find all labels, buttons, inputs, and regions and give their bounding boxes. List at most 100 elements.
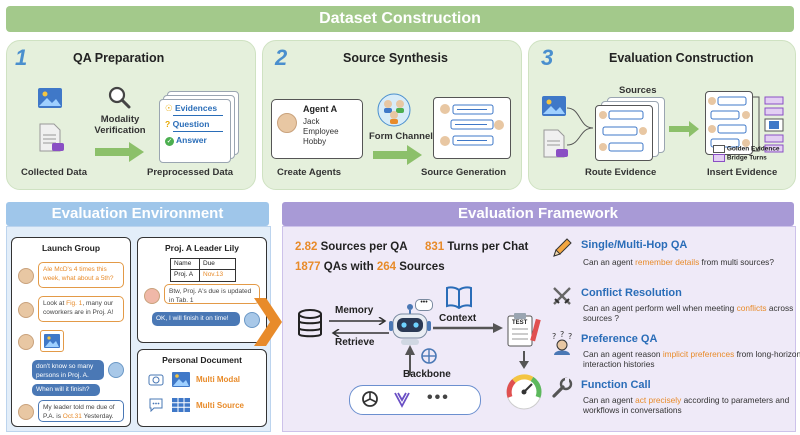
test-clipboard-icon bbox=[507, 313, 541, 347]
inserted-chat-icon bbox=[708, 96, 750, 148]
launch-group-window: Launch Group Ale McD's 4 times this week… bbox=[11, 237, 131, 427]
retrieve-label: Retrieve bbox=[335, 337, 375, 348]
task-title-multihop: Single/Multi-Hop QA bbox=[581, 239, 688, 251]
robot-agent-icon bbox=[389, 304, 431, 345]
evaluation-framework-panel: 2.82 Sources per QA 831 Turns per Chat 1… bbox=[282, 226, 800, 432]
modality-icon bbox=[148, 374, 164, 386]
test-label: TEST bbox=[512, 320, 528, 326]
retrieve-arrow bbox=[331, 329, 389, 337]
agent-name: Agent A bbox=[303, 104, 338, 114]
memory-arrow bbox=[329, 317, 387, 325]
evidence-bracket bbox=[753, 96, 784, 153]
stat-sources-per-qa: 2.82 Sources per QA bbox=[295, 241, 408, 253]
evidences-item: ☉ Evidences bbox=[165, 103, 218, 113]
chat-message: When will it finish? bbox=[32, 384, 100, 396]
typing-bubble-icon: ••• bbox=[415, 299, 433, 311]
arrow-icon bbox=[95, 142, 144, 162]
avatar bbox=[18, 404, 34, 420]
leader-chat-window: Proj. A Leader Lily Name Due Proj. A Nov… bbox=[137, 237, 267, 343]
legend-golden-evidence: Golden Evidence bbox=[713, 145, 780, 153]
document-icon bbox=[39, 123, 64, 152]
stat-turns-per-chat: 831 Turns per Chat bbox=[425, 241, 529, 253]
chat-message: OK, I will finish it on time! bbox=[152, 312, 240, 326]
database-icon bbox=[298, 309, 322, 338]
brain-icon bbox=[421, 348, 437, 364]
due-table: Name Due Proj. A Nov.13 bbox=[170, 258, 236, 282]
sources-label: Sources bbox=[619, 85, 657, 96]
qa-preparation-title: QA Preparation bbox=[73, 51, 165, 65]
memory-label: Memory bbox=[335, 305, 374, 316]
chat-message: Ale McD's 4 times this week, what about … bbox=[38, 262, 124, 288]
task-desc-conflict: Can an agent perform well when meeting c… bbox=[583, 303, 794, 323]
chat-message: Btw, Proj. A's due is updated in Tab. 1 bbox=[164, 284, 260, 304]
evaluation-construction-panel: 3 Evaluation Construction Sources Route … bbox=[528, 40, 796, 190]
backbone-up-arrow bbox=[405, 345, 415, 375]
thinking-person-icon: ? ? ? bbox=[552, 331, 572, 355]
answer-item: ✓ Answer bbox=[165, 135, 207, 146]
evaluation-framework-header: Evaluation Framework bbox=[282, 202, 794, 226]
personal-document-title: Personal Document bbox=[162, 355, 242, 365]
image-icon bbox=[38, 88, 62, 108]
arrow-icon bbox=[669, 121, 699, 137]
create-agents-label: Create Agents bbox=[277, 167, 342, 178]
chevron-right-icon bbox=[254, 298, 282, 346]
more-models-icon: ••• bbox=[427, 389, 450, 406]
context-label: Context bbox=[439, 313, 477, 324]
evaluation-construction-title: Evaluation Construction bbox=[609, 51, 754, 65]
image-icon bbox=[44, 334, 60, 348]
multi-modal-label: Multi Modal bbox=[196, 375, 240, 384]
avatar bbox=[108, 362, 124, 378]
pencil-icon bbox=[553, 238, 572, 257]
chat-message: don't know so many persons in Proj. A. bbox=[32, 360, 104, 380]
image-icon bbox=[172, 372, 190, 387]
launch-group-title: Launch Group bbox=[41, 243, 101, 253]
openai-logo-icon bbox=[362, 391, 378, 407]
form-channels-label: Form Channels bbox=[369, 131, 439, 142]
question-mark-icon: ? bbox=[165, 119, 171, 129]
leader-chat-title: Proj. A Leader Lily bbox=[164, 243, 239, 253]
avatar bbox=[244, 312, 260, 328]
agent-line-role: Employee bbox=[303, 127, 339, 136]
model-logo-icon bbox=[394, 392, 410, 408]
evaluation-environment-panel: Launch Group Ale McD's 4 times this week… bbox=[6, 226, 271, 432]
legend-bridge-swatch bbox=[713, 154, 725, 162]
table-icon bbox=[172, 398, 190, 412]
source-synthesis-panel: 2 Source Synthesis Agent A Jack Employee… bbox=[262, 40, 522, 190]
insert-evidence-label: Insert Evidence bbox=[707, 167, 778, 178]
magnifier-icon bbox=[108, 86, 131, 109]
agent-avatar bbox=[277, 113, 297, 133]
avatar bbox=[18, 302, 34, 318]
source-synthesis-title: Source Synthesis bbox=[343, 51, 448, 65]
bulb-icon: ☉ bbox=[165, 103, 173, 113]
svg-text:?: ? bbox=[568, 332, 572, 341]
document-icon bbox=[543, 129, 568, 158]
crossed-swords-icon bbox=[553, 287, 571, 305]
score-gauge-icon bbox=[506, 374, 542, 410]
task-desc-preference: Can an agent reason implicit preferences… bbox=[583, 349, 800, 369]
task-desc-function-call: Can an agent act precisely according to … bbox=[583, 395, 790, 415]
evaluation-environment-header: Evaluation Environment bbox=[6, 202, 269, 226]
task-title-preference: Preference QA bbox=[581, 333, 658, 345]
source-generation-label: Source Generation bbox=[421, 167, 506, 178]
step-number-3: 3 bbox=[541, 45, 554, 70]
people-group-icon bbox=[377, 93, 411, 127]
check-icon: ✓ bbox=[165, 137, 174, 146]
svg-text:?: ? bbox=[552, 332, 556, 341]
step-number-1: 1 bbox=[15, 45, 28, 70]
legend-bridge-turns: Bridge Turns bbox=[713, 154, 767, 162]
step-number-2: 2 bbox=[275, 45, 288, 70]
chat-message: Look at Fig. 1, many our coworkers are i… bbox=[38, 296, 124, 322]
agent-line-name: Jack bbox=[303, 117, 320, 126]
book-icon bbox=[446, 286, 472, 309]
agent-line-hobby: Hobby bbox=[303, 137, 327, 146]
backbone-label: Backbone bbox=[403, 369, 451, 380]
chat-sources-icon bbox=[599, 110, 647, 152]
route-evidence-label: Route Evidence bbox=[585, 167, 657, 178]
chat-message: My leader told me due of P.A. is Oct.31 … bbox=[38, 400, 124, 422]
task-desc-multihop: Can an agent remember details from multi… bbox=[583, 257, 774, 267]
dataset-construction-header: Dataset Construction bbox=[6, 6, 794, 32]
test-down-arrow bbox=[519, 351, 529, 369]
chat-sources-icon bbox=[440, 104, 504, 146]
image-icon bbox=[542, 96, 566, 116]
legend-golden-swatch bbox=[713, 145, 725, 153]
